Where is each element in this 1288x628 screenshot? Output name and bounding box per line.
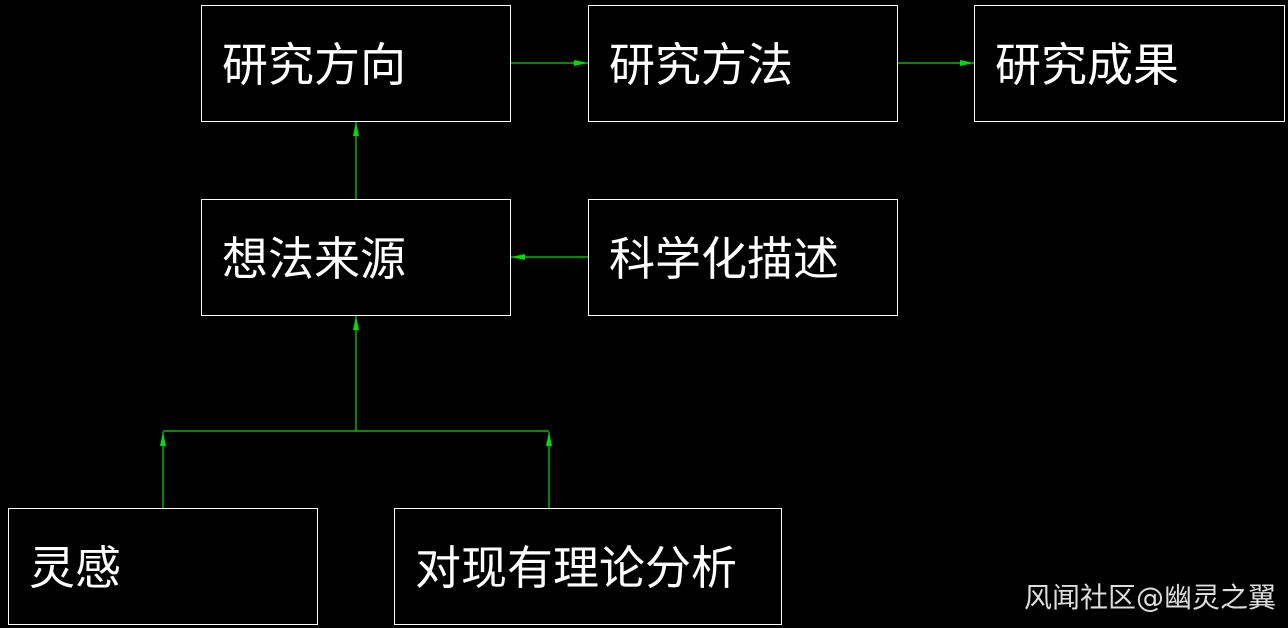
node-research-method: 研究方法	[588, 5, 898, 122]
node-inspiration: 灵感	[8, 508, 318, 625]
node-label: 对现有理论分析	[415, 541, 737, 595]
node-label: 想法来源	[222, 232, 406, 286]
node-label: 研究方向	[222, 38, 406, 92]
node-research-result: 研究成果	[974, 5, 1285, 122]
node-scientific-description: 科学化描述	[588, 199, 898, 316]
node-label: 研究方法	[609, 38, 793, 92]
node-idea-source: 想法来源	[201, 199, 511, 316]
node-label: 灵感	[29, 541, 121, 595]
node-label: 研究成果	[995, 38, 1179, 92]
watermark: 风闻社区@幽灵之翼	[1023, 581, 1276, 614]
node-research-direction: 研究方向	[201, 5, 511, 122]
node-label: 科学化描述	[609, 232, 839, 286]
node-theory-analysis: 对现有理论分析	[394, 508, 782, 625]
